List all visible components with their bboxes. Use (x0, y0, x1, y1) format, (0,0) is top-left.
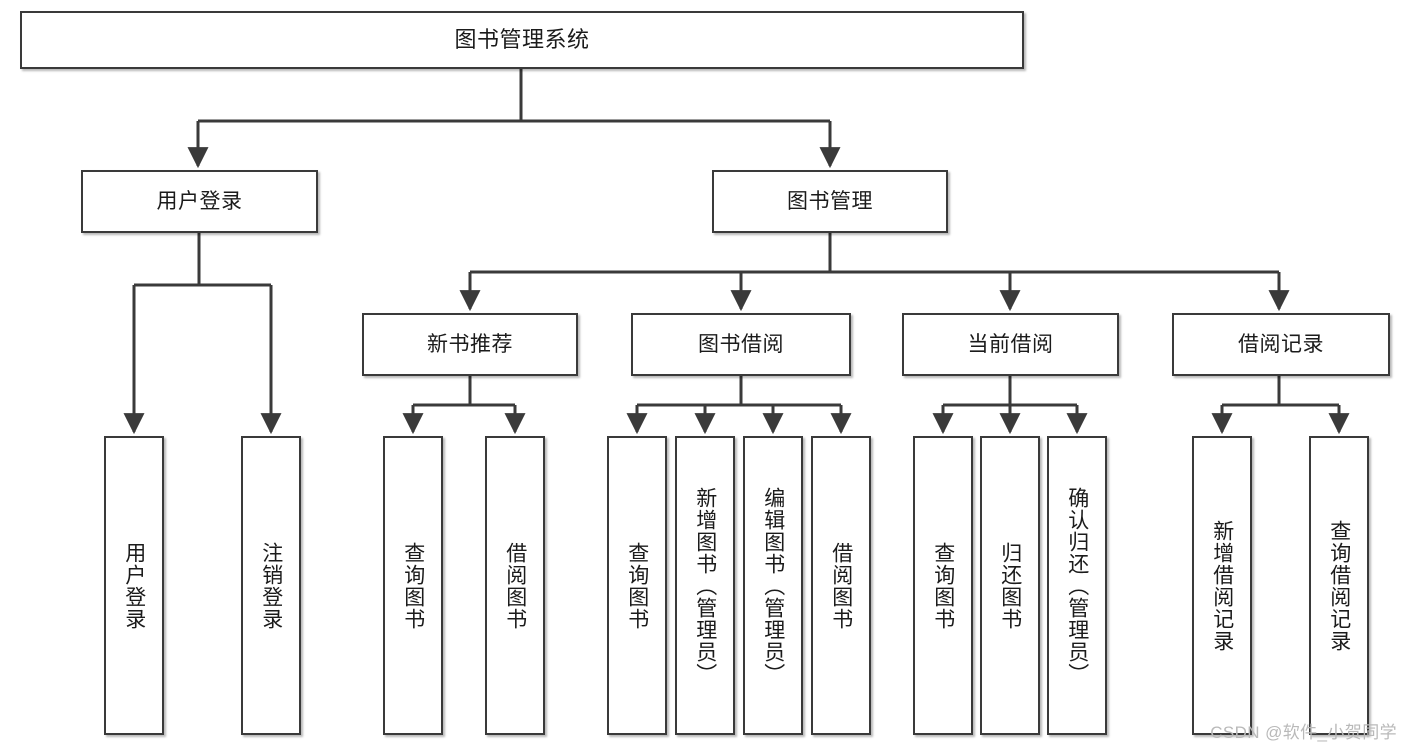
csdn-watermark: CSDN @软件_小贺同学 (1210, 723, 1397, 742)
node-new-book-recommendation[interactable]: 新书推荐 (362, 313, 578, 376)
node-label: 当前借阅 (967, 332, 1054, 356)
node-user-login[interactable]: 用户登录 (81, 170, 318, 233)
node-label: 图书管理 (787, 189, 873, 213)
node-label: 借阅图书 (503, 541, 527, 630)
node-label: 查询图书 (401, 541, 425, 630)
node-label: 编辑图书（管理员） (761, 486, 785, 685)
node-leaf-query-borrow-record[interactable]: 查询借阅记录 (1309, 436, 1369, 735)
node-current-borrowing[interactable]: 当前借阅 (902, 313, 1119, 376)
node-label: 注销登录 (259, 541, 283, 630)
node-label: 借阅记录 (1238, 332, 1324, 356)
node-label: 用户登录 (156, 189, 243, 213)
node-label: 新书推荐 (427, 332, 513, 356)
node-label: 图书借阅 (698, 332, 784, 356)
node-label: 查询图书 (931, 541, 955, 630)
node-label: 查询借阅记录 (1327, 519, 1351, 652)
node-leaf-query-book-current[interactable]: 查询图书 (913, 436, 973, 735)
node-leaf-query-book-borrow[interactable]: 查询图书 (607, 436, 667, 735)
node-leaf-edit-book-admin[interactable]: 编辑图书（管理员） (743, 436, 803, 735)
node-label: 图书管理系统 (454, 26, 590, 52)
node-label: 借阅图书 (829, 541, 853, 630)
node-book-borrowing[interactable]: 图书借阅 (631, 313, 851, 376)
node-label: 新增借阅记录 (1210, 519, 1234, 652)
node-root-book-management-system[interactable]: 图书管理系统 (20, 11, 1024, 69)
node-leaf-confirm-return-admin[interactable]: 确认归还（管理员） (1047, 436, 1107, 735)
node-leaf-query-book-newbook[interactable]: 查询图书 (383, 436, 443, 735)
node-leaf-borrow-book-newbook[interactable]: 借阅图书 (485, 436, 545, 735)
node-leaf-return-book[interactable]: 归还图书 (980, 436, 1040, 735)
node-label: 用户登录 (122, 541, 146, 630)
node-leaf-add-borrow-record[interactable]: 新增借阅记录 (1192, 436, 1252, 735)
node-label: 查询图书 (625, 541, 649, 630)
node-leaf-logout[interactable]: 注销登录 (241, 436, 301, 735)
node-leaf-user-login[interactable]: 用户登录 (104, 436, 164, 735)
node-book-management[interactable]: 图书管理 (712, 170, 948, 233)
node-label: 新增图书（管理员） (693, 486, 717, 685)
node-label: 确认归还（管理员） (1065, 486, 1089, 685)
node-leaf-borrow-book[interactable]: 借阅图书 (811, 436, 871, 735)
node-borrowing-record[interactable]: 借阅记录 (1172, 313, 1390, 376)
node-leaf-add-book-admin[interactable]: 新增图书（管理员） (675, 436, 735, 735)
node-label: 归还图书 (998, 541, 1022, 630)
